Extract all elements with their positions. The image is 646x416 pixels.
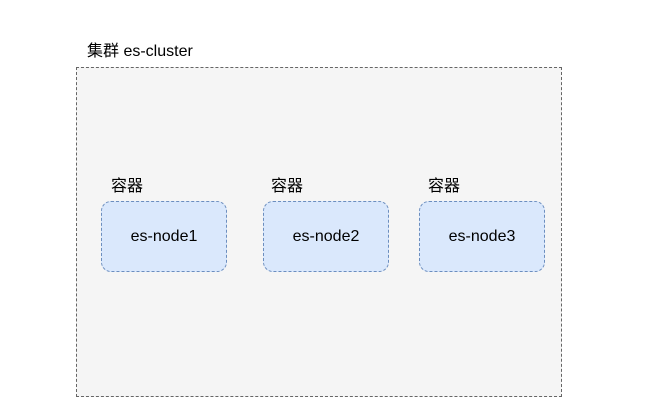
node-box-es-node2: es-node2 bbox=[263, 201, 389, 272]
node-box-es-node1: es-node1 bbox=[101, 201, 227, 272]
node-box-es-node3: es-node3 bbox=[419, 201, 545, 272]
container-label-1: 容器 bbox=[111, 178, 144, 195]
node-label-1: es-node1 bbox=[130, 227, 198, 245]
container-label-2: 容器 bbox=[271, 178, 304, 195]
container-label-3: 容器 bbox=[428, 178, 461, 195]
node-label-3: es-node3 bbox=[448, 227, 516, 245]
node-label-2: es-node2 bbox=[292, 227, 360, 245]
cluster-label: 集群 es-cluster bbox=[87, 43, 193, 60]
